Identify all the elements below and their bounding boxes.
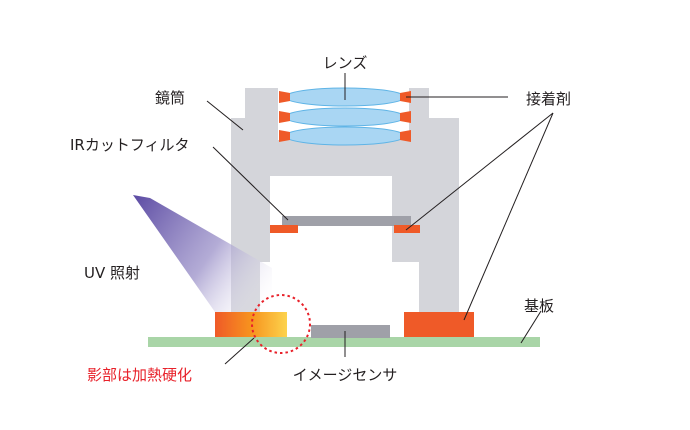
adhesive-bottom-left — [215, 312, 287, 337]
leader-shadow — [224, 337, 255, 365]
leader-barrel — [206, 100, 244, 131]
label-image-sensor: イメージセンサ — [293, 366, 398, 384]
adhesive-lens-right-2 — [400, 111, 411, 123]
leader-substrate — [520, 310, 542, 344]
adhesive-bottom-right — [404, 312, 474, 337]
leader-ir-filter — [212, 146, 289, 221]
lens-2 — [284, 107, 406, 127]
image-sensor — [311, 325, 390, 338]
leader-adhesive-filter — [405, 112, 554, 231]
label-shadow-cure: 影部は加熱硬化 — [87, 366, 192, 384]
label-lens: レンズ — [323, 54, 368, 72]
adhesive-lens-right-3 — [400, 130, 411, 142]
uv-light-beam — [133, 195, 272, 312]
adhesive-lens-right-1 — [400, 91, 411, 103]
adhesive-filter-left — [270, 225, 298, 233]
shadow-area-ring — [251, 294, 311, 354]
adhesive-lens-left-2 — [279, 111, 290, 123]
lens-3 — [284, 126, 406, 146]
lens-barrel — [231, 88, 459, 312]
substrate — [148, 337, 540, 347]
label-barrel: 鏡筒 — [155, 89, 185, 107]
leader-adhesive-bottom — [463, 112, 554, 321]
label-adhesive: 接着剤 — [526, 90, 571, 108]
adhesive-lens-left-3 — [279, 130, 290, 142]
label-substrate: 基板 — [524, 297, 554, 315]
adhesive-lens-left-1 — [279, 91, 290, 103]
ir-cut-filter — [282, 216, 411, 226]
label-uv: UV 照射 — [84, 264, 140, 282]
label-ir-filter: IRカットフィルタ — [70, 136, 190, 154]
